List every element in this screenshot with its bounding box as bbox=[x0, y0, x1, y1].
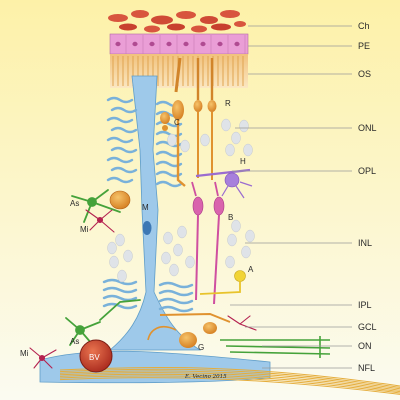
inner-nuclear-glia-body bbox=[109, 190, 131, 210]
label-microglia-upper: Mi bbox=[80, 225, 89, 234]
layer-label-outer-nuclear-layer: ONL bbox=[358, 123, 377, 133]
microglia-lower bbox=[29, 315, 257, 369]
label-ganglion: G bbox=[198, 343, 204, 352]
amacrine-cell bbox=[199, 270, 246, 295]
blood-vessel bbox=[79, 339, 113, 373]
pigment-epithelium bbox=[109, 33, 249, 55]
nuclear-layer-cells bbox=[107, 118, 255, 283]
cone-photoreceptor bbox=[172, 57, 186, 187]
artist-signature: E. Vecino 2015 bbox=[184, 374, 227, 380]
label-astrocyte-lower: As bbox=[70, 337, 79, 346]
rod-photoreceptors bbox=[160, 58, 217, 180]
layer-label-outer-plexiform-layer: OPL bbox=[358, 166, 376, 176]
label-muller: M bbox=[142, 203, 149, 212]
label-microglia-lower: Mi bbox=[20, 349, 29, 358]
label-amacrine: A bbox=[248, 265, 254, 274]
layer-label-optic-nerve: ON bbox=[358, 341, 372, 351]
optic-nerve-fibers bbox=[220, 336, 331, 358]
choroid bbox=[108, 10, 246, 33]
label-rod: R bbox=[225, 99, 231, 108]
muller-nucleus bbox=[142, 221, 152, 235]
ganglion-cells bbox=[147, 312, 231, 348]
layer-label-outer-segments: OS bbox=[358, 69, 371, 79]
layer-label-choroid: Ch bbox=[358, 21, 370, 31]
layer-label-inner-plexiform-layer: IPL bbox=[358, 300, 372, 310]
leader-lines bbox=[230, 25, 352, 369]
nerve-fiber-layer bbox=[59, 366, 400, 395]
label-cone: C bbox=[174, 118, 180, 127]
layer-label-inner-nuclear-layer: INL bbox=[358, 238, 372, 248]
label-blood-vessel: BV bbox=[89, 353, 100, 362]
cell-labels: C R H B A G M As Mi As Mi BV bbox=[20, 99, 254, 362]
layer-label-ganglion-cell-layer: GCL bbox=[358, 322, 377, 332]
bipolar-cells bbox=[191, 181, 225, 305]
label-horizontal: H bbox=[240, 157, 246, 166]
label-astrocyte-upper: As bbox=[70, 199, 79, 208]
layer-label-pigment-epithelium: PE bbox=[358, 41, 370, 51]
layer-label-nerve-fiber-layer: NFL bbox=[358, 363, 375, 373]
microglia-upper bbox=[85, 209, 115, 233]
label-bipolar: B bbox=[228, 213, 233, 222]
astrocyte-lower bbox=[65, 299, 141, 346]
